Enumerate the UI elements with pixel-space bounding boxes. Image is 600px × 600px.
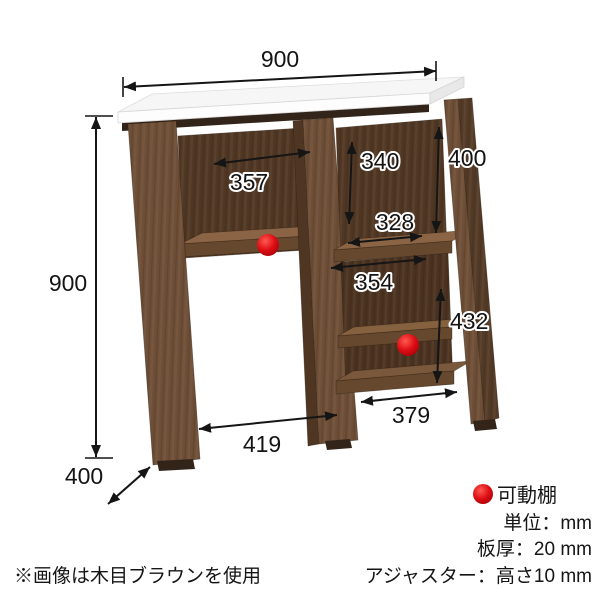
dim-right-lower-opening-height: 432 — [432, 288, 490, 384]
board-thickness-label: 板厚：20 mm — [477, 538, 592, 560]
dim-left-opening-width: 357 — [213, 148, 311, 197]
dim-right-opening-height-label: 400 — [448, 145, 486, 171]
dim-right-opening-width-label: 328 — [376, 209, 414, 235]
dim-left-bottom-opening-width-label: 419 — [243, 431, 281, 457]
dim-right-lower-opening-height-label: 432 — [450, 308, 488, 334]
left-side-panel-grain — [128, 121, 200, 465]
right-adjuster-foot — [473, 419, 497, 431]
right-lower-back-grain — [341, 253, 453, 392]
dim-right-opening-width: 328 — [347, 207, 423, 247]
legend: 可動棚 単位：mm 板厚：20 mm アジャスター：高さ10 mm ※画像は木目… — [14, 484, 592, 587]
dim-total-width-label: 900 — [261, 46, 299, 72]
unit-label: 単位：mm — [503, 512, 592, 534]
right-bottom-board-front — [335, 370, 455, 395]
center-adjuster-foot — [325, 439, 352, 450]
right-upper-back-grain — [336, 119, 447, 259]
dim-right-shelf-width: 354 — [330, 255, 427, 297]
right-movable-shelf-front — [337, 326, 453, 349]
dim-right-opening-height: 400 — [431, 126, 488, 234]
movable-shelf-legend-dot — [473, 484, 493, 504]
movable-shelf-dot-left — [257, 234, 279, 256]
dim-left-bottom-opening-width: 419 — [198, 411, 338, 459]
dim-right-lower-opening-height-arrow — [432, 288, 446, 384]
dim-right-bottom-opening-width: 379 — [360, 388, 458, 430]
furniture-illustration — [117, 76, 500, 471]
dim-right-shelf-width-label: 354 — [355, 269, 394, 295]
dim-right-opening-width-arrow — [347, 232, 423, 247]
image-color-note: ※画像は木目ブラウンを使用 — [14, 564, 261, 587]
dim-center-opening-height-label: 340 — [361, 148, 399, 174]
dim-total-depth: 400 — [63, 461, 151, 505]
adjuster-label: アジャスター：高さ10 mm — [365, 565, 592, 587]
dim-right-bottom-opening-width-arrow — [360, 388, 458, 406]
dim-right-bottom-opening-width-label: 379 — [392, 402, 430, 428]
movable-shelf-legend-label: 可動棚 — [497, 484, 557, 507]
dim-right-shelf-width-arrow — [330, 255, 427, 272]
dim-center-opening-height: 340 — [344, 141, 401, 225]
dim-left-bottom-opening-width-arrow — [198, 411, 338, 433]
movable-shelf-dot-right — [397, 334, 419, 356]
left-adjuster-foot — [157, 459, 195, 471]
dim-total-height: 900 — [47, 115, 113, 459]
center-divider-grain — [303, 118, 358, 444]
right-side-panel-grain — [444, 98, 499, 424]
dim-center-opening-height-arrow — [344, 141, 357, 225]
dim-total-width: 900 — [122, 44, 437, 97]
dim-right-opening-height-arrow — [431, 126, 444, 234]
dim-total-height-label: 900 — [49, 270, 87, 296]
under-top-shadow — [122, 103, 429, 131]
dim-total-depth-label: 400 — [65, 463, 103, 489]
dim-left-opening-width-label: 357 — [230, 169, 268, 195]
top-board-right-edge — [429, 76, 465, 105]
dim-total-width-arrow — [123, 66, 437, 92]
dim-left-opening-width-arrow — [213, 148, 311, 168]
dim-total-depth-arrow — [107, 466, 151, 505]
